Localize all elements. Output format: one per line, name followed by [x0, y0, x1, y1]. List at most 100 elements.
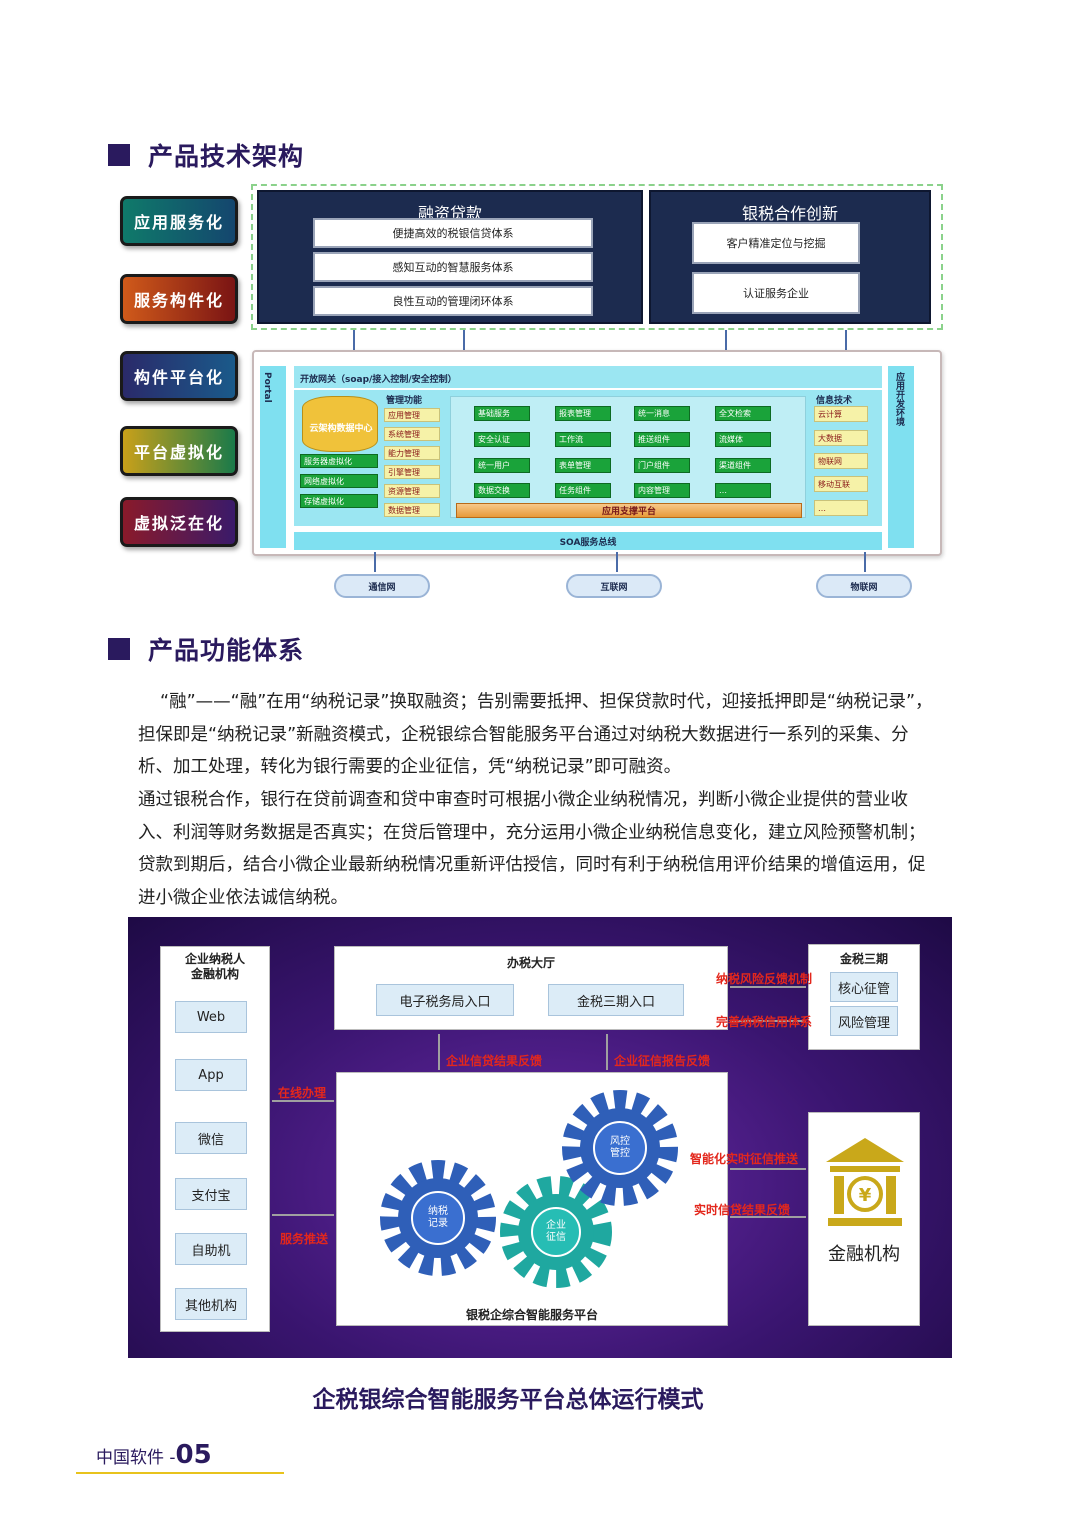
- virtualization-item: 网络虚拟化: [300, 474, 378, 488]
- svg-text:¥: ¥: [859, 1185, 872, 1206]
- label-smart: 智能化实时征信推送: [690, 1152, 799, 1166]
- portal-column: [260, 366, 286, 548]
- app-platform-bar: 应用支撑平台: [456, 503, 802, 518]
- cooperation-item: 认证服务企业: [692, 272, 860, 314]
- pill-service-component: 服务构件化: [120, 274, 238, 324]
- footer-rule: [76, 1472, 284, 1474]
- hall-entry: 金税三期入口: [548, 984, 684, 1016]
- pill-app-service: 应用服务化: [120, 196, 238, 246]
- platform-title: 银税企综合智能服务平台: [465, 1308, 598, 1322]
- network-cloud-icon: 互联网: [566, 574, 662, 598]
- mgmt-item: 数据管理: [384, 503, 440, 517]
- connector-arrow: [845, 330, 847, 350]
- soa-bus: SOA服务总线: [294, 532, 882, 550]
- channel-item: 支付宝: [175, 1178, 247, 1210]
- cooperation-title: 银税合作创新: [741, 204, 838, 223]
- pill-virtual-ubiquitous: 虚拟泛在化: [120, 497, 238, 547]
- gears-graphic: [380, 1090, 678, 1288]
- portal-label: Portal: [262, 372, 272, 403]
- section-title: 产品技术架构: [148, 142, 305, 171]
- section-bullet-icon: [108, 144, 130, 166]
- component-item: 基础服务: [474, 406, 530, 421]
- dev-env-column: [888, 366, 914, 548]
- label-risk: 纳税风险反馈机制: [716, 972, 813, 986]
- component-item: 流媒体: [715, 432, 771, 447]
- component-item: 门户组件: [634, 458, 690, 473]
- mgmt-item: 引擎管理: [384, 465, 440, 479]
- channel-item: 自助机: [175, 1233, 247, 1265]
- hall-entry: 电子税务局入口: [376, 984, 514, 1016]
- label-loan: 实时信贷结果反馈: [694, 1203, 791, 1217]
- connector-arrow: [725, 330, 727, 350]
- arrow-line: [730, 1020, 806, 1022]
- gear-label: 企业 征信: [546, 1220, 566, 1243]
- connector-arrow: [864, 552, 866, 572]
- component-item: …: [715, 483, 771, 498]
- virtualization-item: 服务器虚拟化: [300, 454, 378, 468]
- mgmt-item: 应用管理: [384, 408, 440, 422]
- info-item: 云计算: [814, 406, 868, 422]
- gateway-bar: [294, 366, 882, 388]
- finance-item: 感知互动的智慧服务体系: [313, 252, 593, 282]
- mgmt-item: 系统管理: [384, 427, 440, 441]
- jinshui-item: 核心征管: [830, 972, 898, 1002]
- component-item: 统一用户: [474, 458, 530, 473]
- virtualization-item: 存储虚拟化: [300, 494, 378, 508]
- channel-item: App: [175, 1059, 247, 1091]
- arrow-line: [272, 1100, 334, 1102]
- info-title: 信息技术: [816, 396, 853, 406]
- gear-label: 风控 管控: [610, 1136, 630, 1159]
- arrow-line: [730, 986, 806, 988]
- paragraph: “融”——“融”在用“纳税记录”换取融资；告别需要抵押、担保贷款时代，迎接抵押即…: [138, 692, 933, 777]
- gear-icon: [380, 1160, 496, 1276]
- info-item: 物联网: [814, 453, 868, 469]
- channel-item: 微信: [175, 1122, 247, 1154]
- left-panel-title: 企业纳税人 金融机构: [184, 952, 245, 981]
- cooperation-item: 客户精准定位与挖掘: [692, 222, 860, 264]
- connector-arrow: [353, 330, 355, 350]
- footer: 中国软件 - 05: [96, 1440, 212, 1470]
- cloud-center-label: 云架构数据中心: [309, 424, 373, 434]
- network-cloud-icon: 物联网: [816, 574, 912, 598]
- mgmt-title: 管理功能: [386, 396, 423, 406]
- arrow-line: [730, 1216, 806, 1218]
- label-feedback2: 企业征信报告反馈: [614, 1054, 711, 1068]
- component-item: 表单管理: [555, 458, 611, 473]
- section-header-func: 产品功能体系: [108, 631, 304, 667]
- section-title: 产品功能体系: [148, 636, 305, 665]
- component-item: 数据交换: [474, 483, 530, 498]
- component-item: 安全认证: [474, 432, 530, 447]
- component-item: 统一消息: [634, 406, 690, 421]
- page-number: 05: [175, 1440, 212, 1470]
- section-header-arch: 产品技术架构: [108, 137, 304, 173]
- gateway-label: 开放网关（soap/接入控制/安全控制）: [300, 375, 457, 385]
- arrow-line: [730, 1168, 806, 1170]
- component-item: 报表管理: [555, 406, 611, 421]
- mgmt-item: 能力管理: [384, 446, 440, 460]
- connector-arrow: [463, 330, 465, 350]
- label-online: 在线办理: [278, 1086, 327, 1100]
- label-feedback1: 企业信贷结果反馈: [446, 1054, 543, 1068]
- channel-item: 其他机构: [175, 1288, 247, 1320]
- jinshui-item: 风险管理: [830, 1006, 898, 1036]
- arrow-line: [606, 1034, 608, 1070]
- component-item: 内容管理: [634, 483, 690, 498]
- connector-arrow: [374, 552, 376, 572]
- gear-icon: [562, 1090, 678, 1206]
- paragraph: 通过银税合作，银行在贷前调查和贷中审查时可根据小微企业纳税情况，判断小微企业提供…: [138, 790, 926, 908]
- footer-label: 中国软件 -: [96, 1448, 176, 1468]
- component-item: 工作流: [555, 432, 611, 447]
- component-item: 全文检索: [715, 406, 771, 421]
- pill-platform-virtual: 平台虚拟化: [120, 426, 238, 476]
- arrow-line: [438, 1034, 440, 1070]
- diagram-caption: 企税银综合智能服务平台总体运行模式: [312, 1387, 704, 1413]
- section-bullet-icon: [108, 638, 130, 660]
- bank-icon: ¥: [826, 1138, 904, 1226]
- gear-icon: [500, 1176, 612, 1288]
- info-item: …: [814, 500, 868, 516]
- dev-env-label: 应用开发环境: [894, 372, 904, 426]
- tax-hall-title: 办税大厅: [506, 956, 555, 970]
- arrow-line: [272, 1214, 334, 1216]
- bank-label: 金融机构: [828, 1244, 900, 1265]
- pill-component-platform: 构件平台化: [120, 351, 238, 401]
